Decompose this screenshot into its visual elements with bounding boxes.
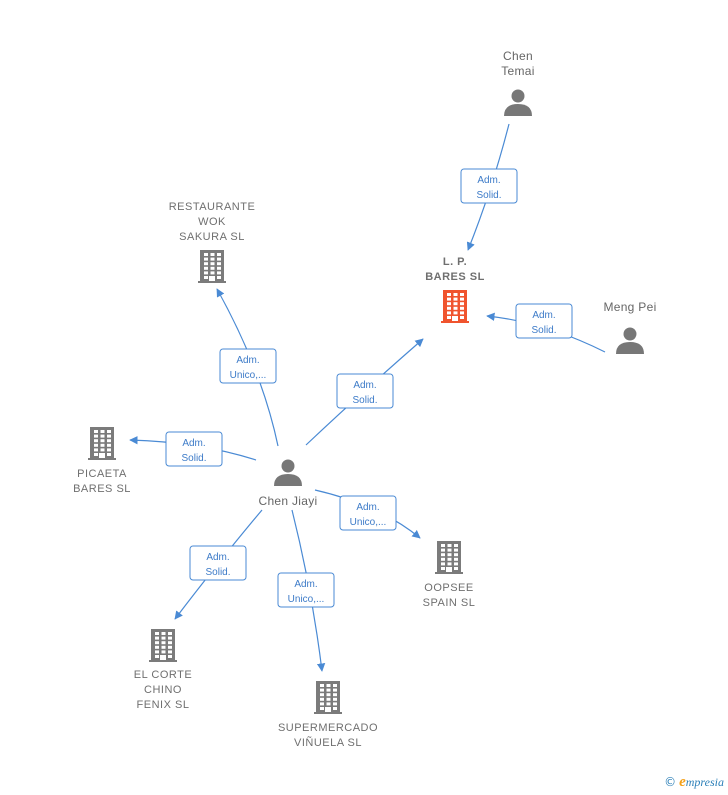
node-label: Temai — [501, 64, 535, 78]
brand-footer: ©empresia — [664, 774, 724, 791]
node-label: RESTAURANTE — [169, 201, 256, 213]
node-restaurante-wok[interactable]: RESTAURANTE WOK SAKURA SL — [169, 201, 256, 283]
person-icon — [274, 459, 302, 486]
edge-badge-label: Adm. — [236, 355, 259, 366]
edge-badge-label: Solid. — [476, 190, 501, 201]
edge-badge[interactable]: Adm. Solid. — [336, 373, 394, 409]
person-icon — [616, 327, 644, 354]
node-label: Meng Pei — [603, 300, 656, 314]
edge-badge[interactable]: Adm. Unico,... — [219, 348, 277, 384]
building-icon — [435, 541, 463, 574]
node-label: FENIX SL — [137, 699, 190, 711]
brand-logo-initial: e — [679, 774, 686, 790]
node-el-corte[interactable]: EL CORTE CHINO FENIX SL — [134, 629, 192, 711]
edge-badge[interactable]: Adm. Unico,... — [339, 495, 397, 531]
node-label: BARES SL — [73, 483, 131, 495]
edge-badge-label: Unico,... — [288, 594, 325, 605]
node-oopsee[interactable]: OOPSEE SPAIN SL — [423, 541, 476, 609]
brand-name: mpresia — [685, 775, 724, 789]
person-icon — [504, 89, 532, 116]
edge-badge-label: Unico,... — [230, 370, 267, 381]
node-label: CHINO — [144, 684, 182, 696]
edge-badge-label: Adm. — [353, 380, 376, 391]
building-icon — [198, 250, 226, 283]
edge-badge-label: Adm. — [356, 502, 379, 513]
edge-badge[interactable]: Adm. Solid. — [515, 303, 573, 339]
edge-badge[interactable]: Adm. Solid. — [189, 545, 247, 581]
node-label: VIÑUELA SL — [294, 736, 362, 749]
edge-badge[interactable]: Adm. Unico,... — [277, 572, 335, 608]
building-icon — [149, 629, 177, 662]
node-label: SPAIN SL — [423, 597, 476, 609]
node-label: PICAETA — [77, 468, 127, 480]
edge-badge-label: Adm. — [294, 579, 317, 590]
edge-badge-label: Adm. — [477, 175, 500, 186]
edge-badge[interactable]: Adm. Solid. — [460, 168, 518, 204]
node-supermercado[interactable]: SUPERMERCADO VIÑUELA SL — [278, 681, 378, 749]
node-label: Chen — [503, 49, 533, 63]
edge-badge[interactable]: Adm. Solid. — [165, 431, 223, 467]
node-label: BARES SL — [425, 271, 485, 283]
node-label: L. P. — [443, 256, 467, 268]
building-icon — [88, 427, 116, 460]
node-label: OOPSEE — [424, 582, 473, 594]
edge-badge-label: Adm. — [182, 438, 205, 449]
node-label: EL CORTE — [134, 669, 192, 681]
node-meng-pei[interactable]: Meng Pei — [603, 300, 656, 354]
edge-badge-label: Solid. — [352, 395, 377, 406]
node-lp-bares[interactable]: L. P. BARES SL — [425, 256, 485, 323]
edge-badge-label: Adm. — [532, 310, 555, 321]
edge-badge-label: Adm. — [206, 552, 229, 563]
node-chen-jiayi[interactable]: Chen Jiayi — [258, 459, 317, 509]
edge-badge-label: Solid. — [531, 325, 556, 336]
edge-badge-label: Solid. — [181, 453, 206, 464]
badges-layer: Adm. Solid. Adm. Solid. Adm. Unico,... Adm. Sol… — [165, 168, 573, 608]
node-label: SUPERMERCADO — [278, 722, 378, 734]
node-picaeta[interactable]: PICAETA BARES SL — [73, 427, 131, 495]
edge-badge-label: Unico,... — [350, 517, 387, 528]
node-label: WOK — [198, 216, 226, 228]
node-label: SAKURA SL — [179, 231, 245, 243]
building-icon — [314, 681, 342, 714]
node-label: Chen Jiayi — [258, 494, 317, 508]
edge-badge-label: Solid. — [205, 567, 230, 578]
copyright-icon: © — [664, 775, 677, 789]
building-icon — [441, 290, 469, 323]
